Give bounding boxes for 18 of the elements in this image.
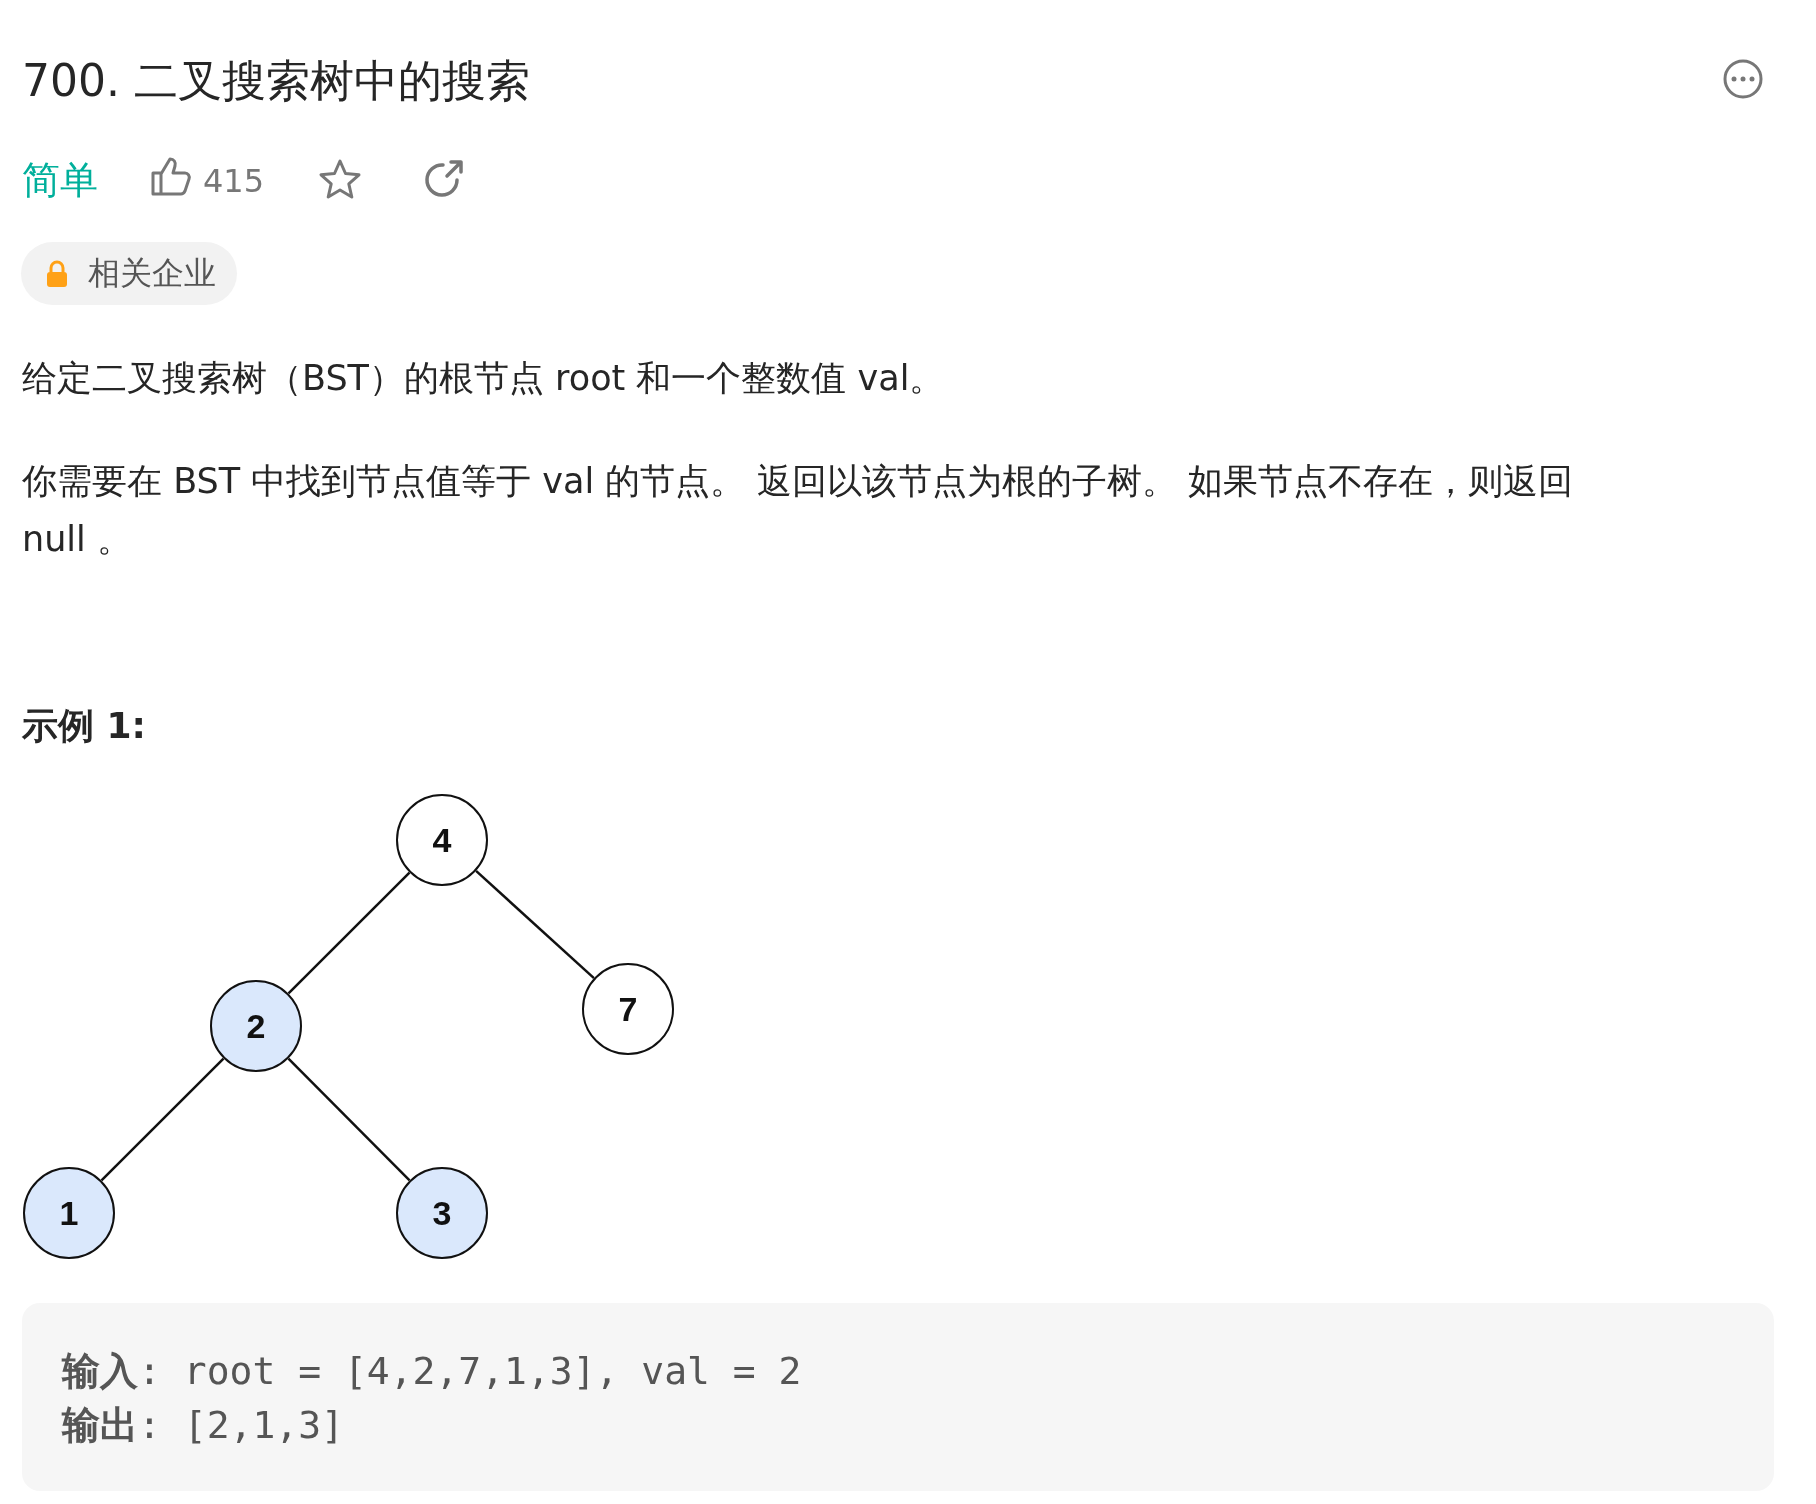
code-line: 输出: [2,1,3] (62, 1402, 344, 1449)
tag-text: 相关企业 (88, 253, 216, 294)
tree-node-circle: 2 (210, 980, 302, 1072)
description-text: 你需要在 BST 中找到节点值等于 val 的节点。 返回以该节点为根的子树。 如果节点不存在，则返回 null 。 (22, 460, 1574, 561)
page-title: 700. 二叉搜索树中的搜索 (22, 54, 530, 108)
tree-node-circle: 1 (23, 1167, 115, 1259)
difficulty-label: 简单 (22, 157, 98, 204)
tree-edge (287, 871, 411, 995)
tree-node-circle: 7 (582, 963, 674, 1055)
example-heading: 示例 1: (22, 704, 146, 748)
description-text: 给定二叉搜索树（BST）的根节点 root 和一个整数值 val。 (22, 357, 945, 400)
tree-edge (287, 1057, 411, 1182)
like-count: 415 (203, 162, 265, 200)
tree-edge (100, 1057, 225, 1182)
tree-edge (475, 870, 595, 979)
code-line: 输入: root = [4,2,7,1,3], val = 2 (62, 1348, 802, 1395)
tree-node-circle: 3 (396, 1167, 488, 1259)
tree-node-circle: 4 (396, 794, 488, 886)
